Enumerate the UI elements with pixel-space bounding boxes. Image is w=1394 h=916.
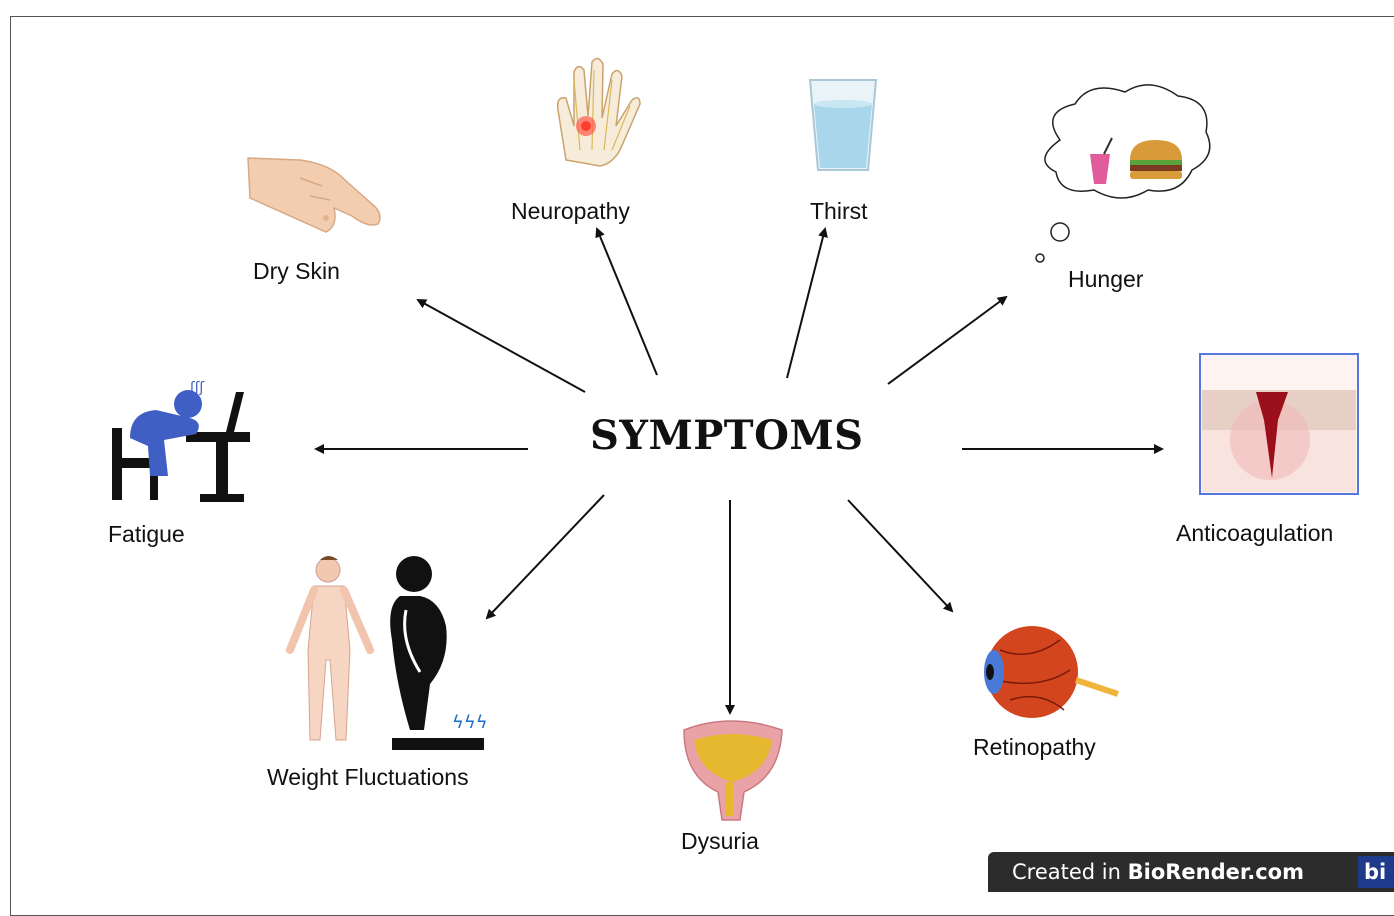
label-anticoagulation: Anticoagulation bbox=[1176, 520, 1333, 547]
label-neuropathy: Neuropathy bbox=[511, 198, 630, 225]
biorender-logo-icon: bi bbox=[1358, 856, 1394, 888]
label-dry-skin: Dry Skin bbox=[253, 258, 340, 285]
arrow-hunger bbox=[888, 297, 1006, 384]
neuropathy-hand-icon bbox=[558, 58, 640, 166]
fatigue-desk-icon: ʃʃʃ bbox=[112, 380, 250, 502]
arrow-retinopathy bbox=[848, 500, 952, 611]
food-thought-bubble-icon bbox=[1036, 85, 1210, 262]
label-dysuria: Dysuria bbox=[681, 828, 759, 855]
badge-brand: BioRender.com bbox=[1128, 860, 1304, 884]
arrow-thirst bbox=[787, 229, 825, 378]
badge-prefix: Created in bbox=[1012, 860, 1128, 884]
arrow-dry-skin bbox=[418, 300, 585, 392]
badge-text: Created in BioRender.com bbox=[1012, 860, 1304, 884]
body-weight-scale-icon: ϟϟϟ bbox=[290, 556, 488, 750]
label-thirst: Thirst bbox=[810, 198, 868, 225]
label-weight-fluctuations: Weight Fluctuations bbox=[267, 764, 469, 791]
eye-icon bbox=[984, 626, 1118, 718]
label-fatigue: Fatigue bbox=[108, 521, 185, 548]
svg-text:ϟϟϟ: ϟϟϟ bbox=[452, 712, 488, 733]
arrow-neuropathy bbox=[597, 229, 657, 375]
bladder-icon bbox=[684, 721, 782, 820]
arrow-weight bbox=[487, 495, 604, 618]
dry-skin-hand-icon bbox=[248, 158, 380, 232]
center-title: SYMPTOMS bbox=[590, 412, 864, 459]
biorender-badge[interactable]: Created in BioRender.com bi bbox=[988, 852, 1394, 892]
label-hunger: Hunger bbox=[1068, 266, 1143, 293]
svg-text:ʃʃʃ: ʃʃʃ bbox=[189, 380, 204, 396]
label-retinopathy: Retinopathy bbox=[973, 734, 1096, 761]
water-glass-icon bbox=[810, 80, 876, 170]
wound-tissue-icon bbox=[1200, 354, 1358, 494]
